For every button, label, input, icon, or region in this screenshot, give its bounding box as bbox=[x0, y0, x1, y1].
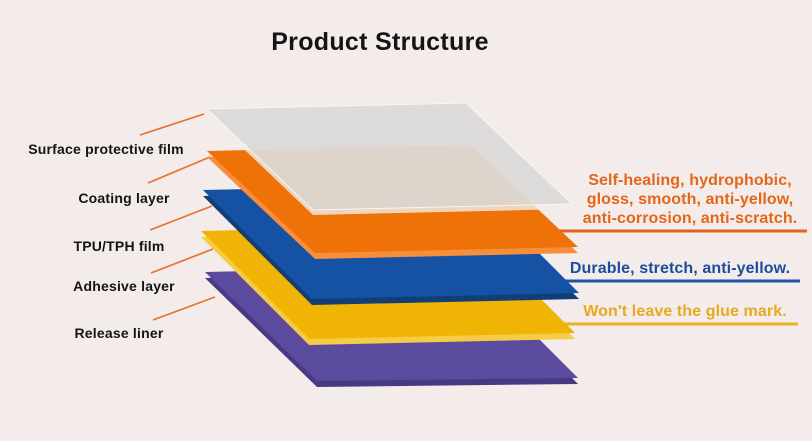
leader-line-coating bbox=[147, 156, 211, 184]
label-adhesive-layer: Adhesive layer bbox=[73, 278, 175, 294]
leader-line-tpu bbox=[149, 205, 213, 231]
annotation-line: Durable, stretch, anti-yellow. bbox=[569, 260, 791, 277]
label-surface-protective-film: Surface protective film bbox=[28, 141, 184, 157]
annotation-coating-features: Self-healing, hydrophobic, gloss, smooth… bbox=[583, 171, 798, 228]
label-release-liner: Release liner bbox=[74, 325, 164, 341]
label-coating-layer: Coating layer bbox=[78, 190, 170, 206]
annotation-line: Won't leave the glue mark. bbox=[583, 303, 787, 320]
label-tpu-tph-film: TPU/TPH film bbox=[73, 238, 165, 254]
surface-film-sheet bbox=[205, 102, 574, 211]
leader-line-release bbox=[152, 296, 216, 321]
annotation-adhesive-features: Won't leave the glue mark. bbox=[583, 302, 787, 321]
annotation-tpu-features: Durable, stretch, anti-yellow. bbox=[570, 259, 790, 278]
leader-line-adhesive bbox=[150, 248, 214, 274]
annotation-line: Self-healing, hydrophobic, bbox=[588, 172, 792, 189]
page-title: Product Structure bbox=[271, 28, 489, 56]
leader-line-surface-film bbox=[139, 113, 205, 136]
annotation-line: anti-corrosion, anti-scratch. bbox=[582, 210, 798, 227]
annotation-line: gloss, smooth, anti-yellow, bbox=[586, 191, 794, 208]
